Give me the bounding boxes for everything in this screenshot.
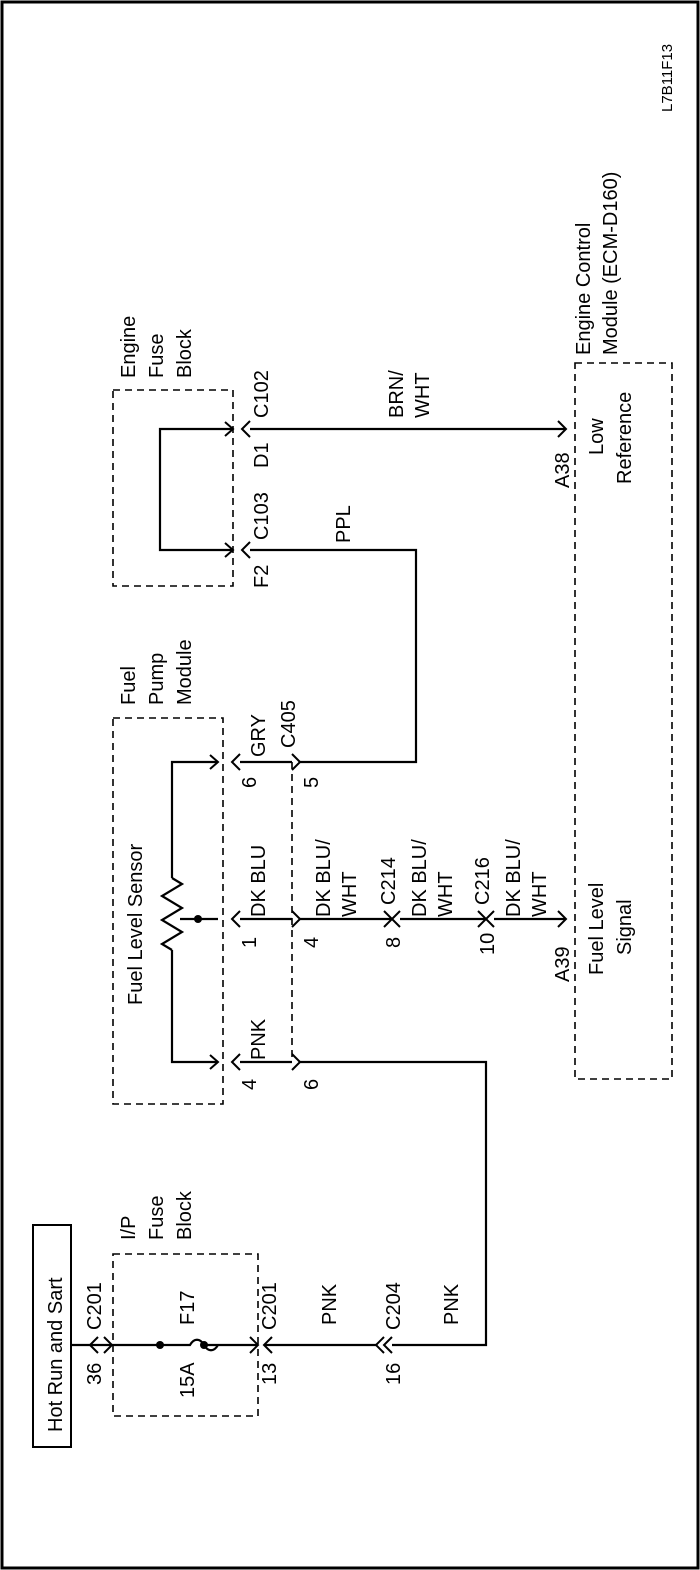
pin-1-module: 1: [239, 937, 261, 948]
hot-run-label: Hot Run and Sart: [45, 1277, 67, 1432]
connector-c405-pin-5: [291, 753, 302, 771]
engine-fuse-block-outline: [112, 389, 234, 587]
fuel-level-resistor-icon: [159, 877, 185, 951]
wire-label-dkbluwht-1a: DK BLU/: [313, 839, 335, 917]
pin-13: 13: [259, 1363, 281, 1385]
hot-run-box: [32, 1224, 72, 1448]
wire-label-dkbluwht-3a: DK BLU/: [503, 839, 525, 917]
ecm-low-ref-2: Reference: [614, 392, 636, 484]
conn-c405: C405: [278, 700, 300, 748]
fuel-level-sensor-label: Fuel Level Sensor: [125, 843, 147, 1005]
ecm-fls-1: Fuel Level: [586, 883, 608, 975]
connector-d1: [240, 420, 251, 438]
arrow-f2-internal: [224, 542, 235, 558]
conn-c102: C102: [251, 370, 273, 418]
connector-c405-pin-4: [291, 910, 302, 928]
pin-10: 10: [477, 933, 499, 955]
ip-fuse-block-label-2: Fuse: [146, 1196, 168, 1240]
wire-label-dkblu: DK BLU: [248, 845, 270, 917]
pin-16: 16: [383, 1363, 405, 1385]
connector-c201-in-b: [88, 1336, 99, 1354]
connector-f2: [240, 541, 251, 559]
connector-a38: [557, 420, 568, 438]
arrow-d1-internal: [224, 421, 235, 437]
ecm-fls-2: Signal: [614, 899, 636, 955]
wiper-node: [194, 915, 202, 923]
connector-c201-in: [103, 1336, 114, 1354]
wire-sensor-pnk-internal: [170, 950, 218, 1064]
conn-c214: C214: [378, 857, 400, 905]
connector-a39: [557, 910, 568, 928]
pin-5-c405: 5: [301, 777, 323, 788]
conn-c216: C216: [472, 857, 494, 905]
connector-c201-out: [249, 1336, 260, 1354]
conn-c103: C103: [251, 492, 273, 540]
arrow-pnk-internal: [209, 1054, 220, 1070]
pin-4-module: 4: [239, 1079, 261, 1090]
wire-label-pnk-1: PNK: [319, 1283, 341, 1325]
wire-label-pnk-2: PNK: [441, 1283, 463, 1325]
connector-c204: [374, 1336, 393, 1354]
wire-label-ppl: PPL: [333, 505, 355, 543]
arrow-gry-internal: [209, 754, 220, 770]
pin-36: 36: [84, 1363, 106, 1385]
fuel-pump-module-label-2: Pump: [146, 653, 168, 705]
pin-a38: A38: [552, 452, 574, 488]
wire-ppl: [250, 548, 418, 764]
pin-6-module: 6: [239, 777, 261, 788]
fuse-f17-label: F17: [177, 1291, 199, 1325]
wire-label-dkbluwht-1b: WHT: [339, 871, 361, 917]
pin-4-c405: 4: [301, 937, 323, 948]
connector-c405-pin-6: [291, 1053, 302, 1071]
wire-label-brnwht-b: WHT: [412, 372, 434, 418]
pin-d1: D1: [251, 442, 273, 468]
connector-c216: [477, 910, 495, 928]
wire-label-dkbluwht-2b: WHT: [435, 871, 457, 917]
ecm-outline: [574, 362, 673, 1080]
engine-fuse-block-label-3: Block: [174, 328, 196, 378]
fuel-pump-module-label-1: Fuel: [118, 666, 140, 705]
wire-pnk-2: [300, 1060, 488, 1347]
ecm-label-2: Module (ECM-D160): [600, 172, 622, 355]
ip-fuse-block-label-1: I/P: [118, 1216, 140, 1240]
ip-fuse-block-outline: [112, 1253, 259, 1417]
ecm-low-ref-1: Low: [586, 418, 608, 455]
ecm-label-1: Engine Control: [573, 223, 595, 355]
connector-c214: [383, 910, 401, 928]
pin-6-c405: 6: [301, 1079, 323, 1090]
pin-8: 8: [383, 937, 405, 948]
connector-pin-6: [230, 753, 241, 771]
conn-c201-bottom: C201: [259, 1282, 281, 1330]
connector-pin-1: [230, 910, 241, 928]
wire-engine-fuse-internal: [158, 427, 233, 552]
fuel-pump-module-outline: [112, 717, 224, 1105]
figure-id: L7B11F13: [659, 44, 676, 112]
wire-label-brnwht-a: BRN/: [386, 370, 408, 418]
wire-label-dkbluwht-2a: DK BLU/: [409, 839, 431, 917]
pin-f2: F2: [251, 565, 273, 588]
engine-fuse-block-label-1: Engine: [118, 316, 140, 378]
conn-c204: C204: [383, 1282, 405, 1330]
ip-fuse-block-label-3: Block: [174, 1190, 196, 1240]
fuse-f17-rating: 15A: [177, 1362, 199, 1398]
wire-sensor-gry-internal: [170, 760, 218, 878]
wire-label-pnk-3: PNK: [248, 1018, 270, 1060]
fuel-pump-module-label-3: Module: [174, 639, 196, 705]
wire-label-gry: GRY: [248, 714, 270, 757]
connector-pin-4: [230, 1053, 241, 1071]
conn-c201-top: C201: [84, 1282, 106, 1330]
wire-label-dkbluwht-3b: WHT: [529, 871, 551, 917]
pin-a39: A39: [552, 946, 574, 982]
engine-fuse-block-label-2: Fuse: [146, 334, 168, 378]
